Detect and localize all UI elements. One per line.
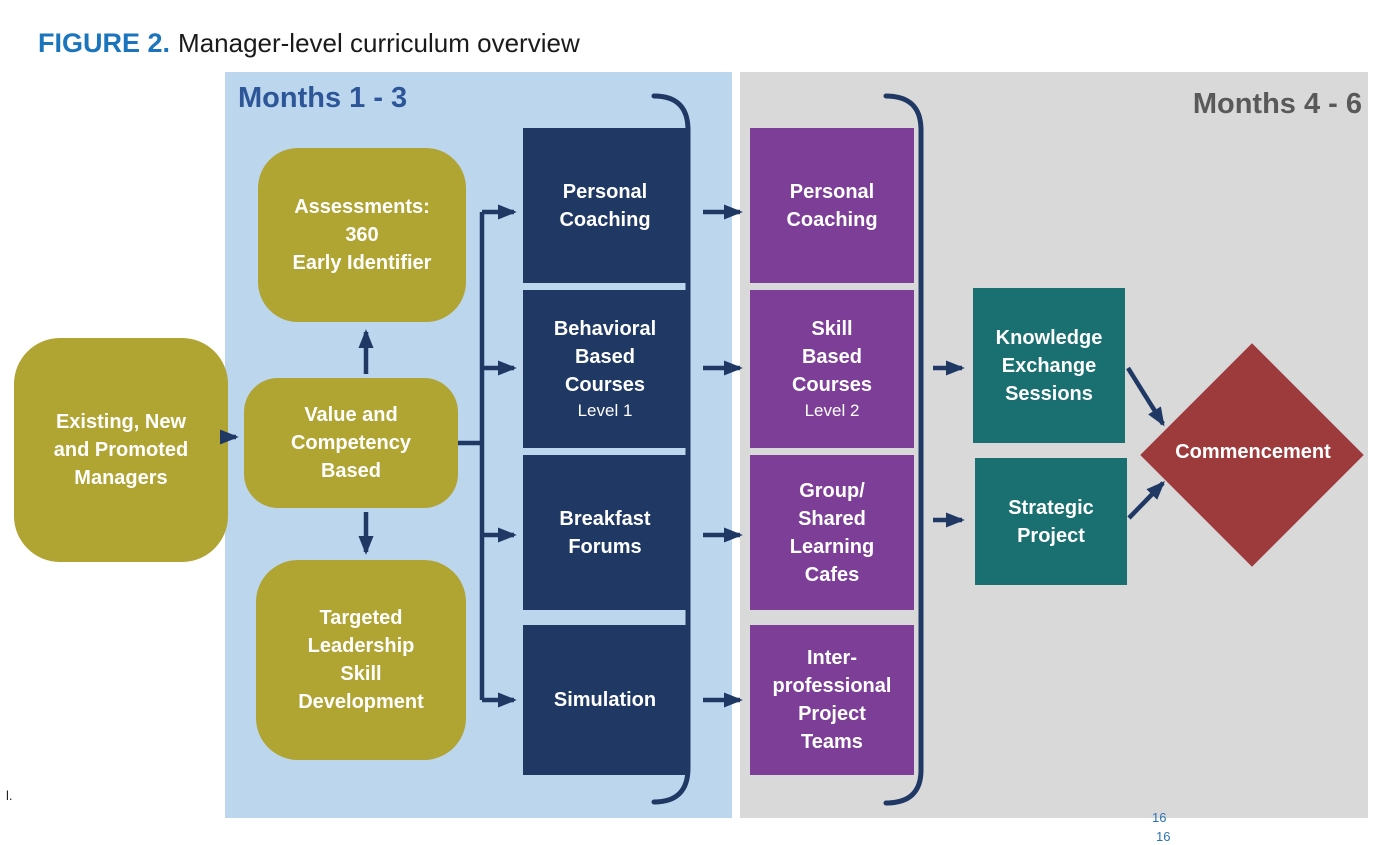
node-label: Value and Competency Based	[290, 404, 412, 482]
page-number: 16	[1156, 829, 1171, 844]
node-personal-coaching-1: Personal Coaching	[523, 128, 687, 283]
figure-caption: Manager-level curriculum overview	[178, 28, 580, 58]
node-label: Existing, New and Promoted Managers	[53, 411, 189, 489]
node-label: Behavioral Based Courses	[553, 318, 657, 397]
node-label: Simulation	[553, 689, 657, 711]
node-personal-coaching-2: Personal Coaching	[750, 128, 914, 283]
node-commencement: Commencement	[1175, 441, 1331, 463]
node-skill-courses: Skill Based Courses Level 2	[750, 290, 914, 448]
node-label: Group/ Shared Learning Cafes	[789, 479, 875, 586]
node-targeted-leadership: Targeted Leadership Skill Development	[256, 560, 466, 760]
node-sublabel: Level 1	[577, 401, 633, 421]
node-learning-cafes: Group/ Shared Learning Cafes	[750, 455, 914, 610]
node-label: Strategic Project	[1008, 496, 1094, 547]
figure-title: FIGURE 2.Manager-level curriculum overvi…	[38, 28, 580, 59]
node-label: Knowledge Exchange Sessions	[995, 326, 1103, 405]
months-4-6-label: Months 4 - 6	[1192, 88, 1362, 120]
node-sublabel: Level 2	[804, 401, 860, 421]
node-knowledge-exchange: Knowledge Exchange Sessions	[973, 288, 1125, 443]
node-strategic-project: Strategic Project	[975, 458, 1127, 585]
node-existing-managers: Existing, New and Promoted Managers	[14, 338, 228, 562]
node-breakfast-forums: Breakfast Forums	[523, 455, 687, 610]
node-assessments: Assessments: 360 Early Identifier	[258, 148, 466, 322]
node-label: Personal Coaching	[786, 180, 878, 231]
node-label: Targeted Leadership Skill Development	[298, 607, 424, 713]
cursor-artifact: l.	[6, 788, 13, 803]
node-value-competency: Value and Competency Based	[244, 378, 458, 508]
node-simulation: Simulation	[523, 625, 687, 775]
figure-label: FIGURE 2.	[38, 28, 171, 58]
node-label: Skill Based Courses	[791, 318, 873, 397]
node-label: Breakfast Forums	[559, 507, 651, 558]
node-project-teams: Inter- professional Project Teams	[750, 625, 914, 775]
node-label: Assessments: 360 Early Identifier	[292, 196, 432, 274]
node-label: Personal Coaching	[559, 180, 651, 231]
node-label: Inter- professional Project Teams	[772, 647, 892, 753]
months-1-3-label: Months 1 - 3	[238, 82, 408, 114]
node-behavioral-courses: Behavioral Based Courses Level 1	[523, 290, 687, 448]
page-number: 16	[1152, 810, 1167, 825]
